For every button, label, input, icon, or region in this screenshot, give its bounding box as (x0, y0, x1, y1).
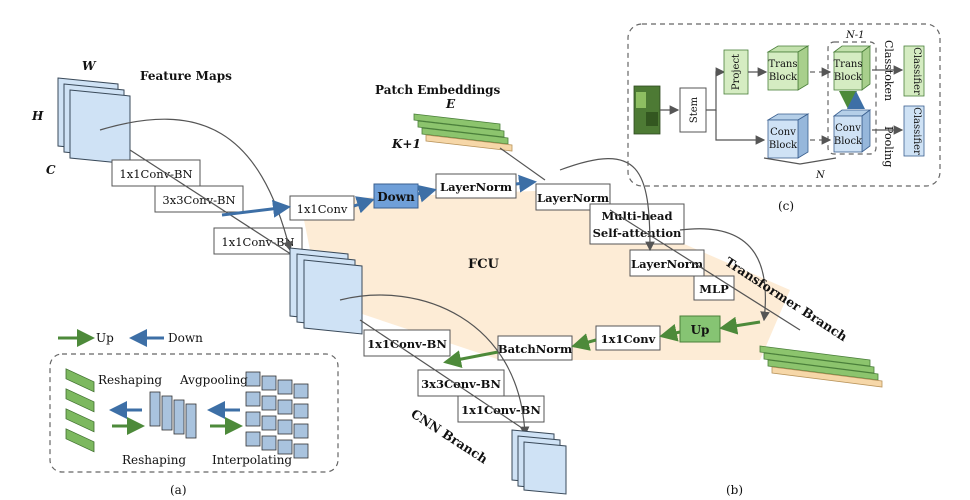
blue-arrow-1 (221, 199, 291, 218)
trans-block-2 (832, 45, 872, 91)
feature-maps-output (511, 429, 567, 495)
n-brace (763, 157, 837, 165)
caption-b: (b) (726, 483, 743, 497)
fcu-conv-up-label: 1x1Conv (601, 332, 656, 346)
fcu-layernorm-box (435, 173, 517, 199)
trans-block-2-text-1: Trans (834, 59, 863, 70)
conv-block-2 (832, 109, 872, 153)
cnn-conv3-box (417, 369, 505, 397)
tr-mlp-box (693, 275, 735, 301)
tr-mlp-label: MLP (699, 282, 729, 296)
conv-block-1-text-2: Block (769, 140, 798, 151)
legend-reshaping-top: Reshaping (98, 373, 162, 387)
legend-down-label: Down (168, 331, 203, 345)
h-label: H (31, 109, 44, 123)
trans-block-1-text-2: Block (769, 72, 798, 83)
conv-block-1 (766, 113, 810, 159)
tr-residual-1 (559, 158, 655, 252)
feature-maps-middle (289, 247, 363, 335)
legend-tokens (65, 368, 95, 453)
stem-to-conv-arrow (715, 110, 766, 145)
panel-c (627, 23, 941, 187)
pooling-label: Pooling (882, 126, 895, 167)
project-box (723, 49, 749, 95)
classifier-conv-label: Classifier (911, 107, 922, 155)
fcu-conv-down-box (289, 195, 355, 221)
tr-chain-line (609, 209, 801, 331)
output-tokens (759, 345, 883, 388)
trans-block-1 (766, 45, 810, 91)
fcu-label: FCU (468, 257, 500, 272)
c-label: C (46, 163, 56, 177)
left-conv1-box (111, 159, 201, 187)
green-arrow-3 (571, 333, 597, 351)
fcu-batchnorm-label: BatchNorm (498, 342, 572, 356)
classifier-trans-box (903, 45, 925, 97)
left-conv1-label: 1x1Conv-BN (119, 167, 192, 181)
trans-block-2-text-2: Block (834, 72, 863, 83)
fcu-conv-down-label: 1x1Conv (297, 202, 348, 216)
left-conv1b-label: 1x1Conv-BN (221, 235, 294, 249)
tr-mhsa-label-2: Self-attention (593, 226, 682, 240)
blue-arrow-4 (515, 174, 537, 193)
fcu-region (300, 190, 790, 360)
fcu-up-label: Up (691, 323, 710, 337)
conv-block-2-text-1: Conv (835, 123, 861, 134)
patch-to-layernorm-line (499, 147, 546, 181)
legend-interpolating: Interpolating (212, 453, 292, 467)
blue-arrow-2 (353, 196, 375, 214)
e-label: E (445, 97, 456, 111)
feature-maps-input (57, 77, 131, 165)
stem-to-project-arrow (706, 67, 726, 111)
fcu-down-label: Down (377, 190, 415, 204)
conv-block-2-text-2: Block (834, 136, 863, 147)
legend-avgpooling: Avgpooling (179, 373, 248, 387)
cnn-conv3-label: 3x3Conv-BN (421, 377, 501, 391)
feature-maps-label: Feature Maps (140, 69, 232, 83)
legend-up-label: Up (96, 331, 114, 345)
cnn-chain-line (359, 319, 541, 441)
caption-a: (a) (170, 483, 187, 497)
tr-mhsa-label-1: Multi-head (601, 209, 672, 223)
trans-block-1-text-1: Trans (769, 59, 798, 70)
tr-layernorm2-box (629, 249, 705, 277)
left-conv3-label: 3x3Conv-BN (162, 193, 235, 207)
patch-embeddings-label: Patch Embeddings (375, 83, 501, 97)
patch-embeddings-tokens (413, 113, 513, 152)
n-label: N (815, 170, 826, 181)
green-arrow-1 (719, 316, 761, 335)
green-arrow-4 (443, 350, 499, 369)
fcu-layernorm-label: LayerNorm (440, 180, 512, 194)
legend-reshaping-bottom: Reshaping (122, 453, 186, 467)
classifier-conv-box (903, 105, 925, 157)
tr-mhsa-box (589, 203, 685, 245)
cnn-conv1b-box (457, 395, 545, 423)
left-chain-line (129, 149, 301, 261)
w-label: W (82, 59, 97, 73)
legend-large-cube (245, 371, 309, 459)
conv-block-1-text-1: Conv (770, 127, 796, 138)
caption-c: (c) (778, 199, 794, 213)
tr-layernorm1-label: LayerNorm (537, 191, 609, 205)
left-conv3-box (154, 185, 244, 213)
cnn-conv1b-label: 1x1Conv-BN (461, 403, 541, 417)
n-minus-1-label: N-1 (845, 30, 865, 41)
blue-arrow-3 (417, 184, 437, 203)
k-label: K+1 (391, 137, 421, 151)
stem-label: Stem (689, 96, 700, 123)
cnn-conv1-label: 1x1Conv-BN (367, 337, 447, 351)
fcu-down-box (373, 183, 419, 209)
legend-small-cube (149, 391, 197, 439)
tr-residual-2 (679, 228, 770, 322)
n-minus-1-group (827, 41, 877, 155)
classifier-trans-label: Classifier (911, 47, 922, 95)
green-arrow-2 (659, 323, 681, 342)
cnn-residual-arrow (339, 294, 530, 437)
project-label: Project (731, 54, 742, 90)
tr-layernorm2-label: LayerNorm (631, 257, 703, 271)
